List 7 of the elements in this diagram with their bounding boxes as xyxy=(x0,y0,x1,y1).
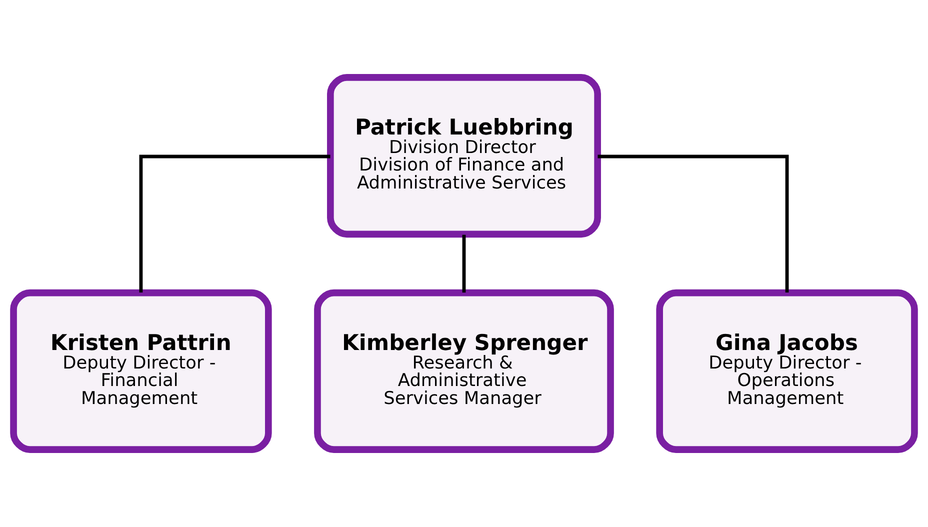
node-box: Patrick Luebbring Division Director Division of Finance and Administrative Services xyxy=(327,74,601,238)
connector xyxy=(598,154,789,292)
connector xyxy=(462,234,466,293)
node-box: Kimberley Sprenger Research & Administrative Services Manager xyxy=(314,289,614,453)
node-box: Gina Jacobs Deputy Director - Operations Management xyxy=(656,289,918,453)
node-box: Kristen Pattrin Deputy Director - Financial Management xyxy=(10,289,272,453)
connector xyxy=(139,154,330,292)
